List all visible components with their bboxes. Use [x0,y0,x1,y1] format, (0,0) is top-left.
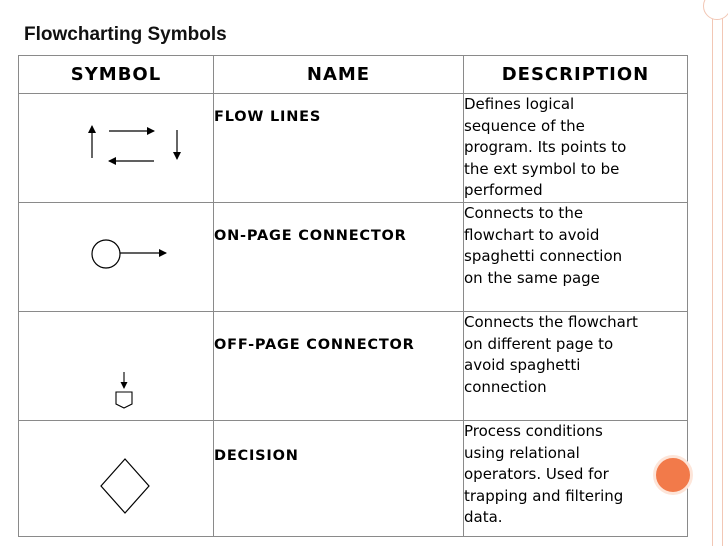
description-cell: Connects to the flowchart to avoid spagh… [463,202,688,312]
symbol-name: DECISION [214,448,299,464]
table-row: DECISION Process conditions using relati… [18,420,688,537]
name-cell: DECISION [213,420,464,537]
symbol-name: OFF-PAGE CONNECTOR [214,337,415,353]
symbol-cell [18,93,214,203]
decorative-edge-line [722,0,723,546]
table-row: FLOW LINES Defines logical sequence of t… [18,93,688,203]
header-description: DESCRIPTION [463,55,688,94]
description-cell: Defines logical sequence of the program.… [463,93,688,203]
symbol-cell [18,311,214,421]
header-name: NAME [213,55,464,94]
symbol-name: ON-PAGE CONNECTOR [214,228,407,244]
name-cell: ON-PAGE CONNECTOR [213,202,464,312]
name-cell: OFF-PAGE CONNECTOR [213,311,464,421]
flowchart-symbols-table: SYMBOL NAME DESCRIPTION [18,55,688,537]
decorative-edge-line [712,0,713,546]
symbol-name: FLOW LINES [214,109,322,125]
symbol-cell [18,420,214,537]
decision-diamond-icon [100,458,150,514]
header-symbol: SYMBOL [18,55,214,94]
table-row: OFF-PAGE CONNECTOR Connects the flowchar… [18,311,688,421]
off-page-connector-icon [115,372,133,409]
table-header-row: SYMBOL NAME DESCRIPTION [18,55,688,94]
flow-lines-icon [88,125,181,165]
decorative-circle [703,0,728,20]
page-title: Flowcharting Symbols [24,24,227,45]
symbol-cell [18,202,214,312]
description-cell: Connects the flowchart on different page… [463,311,688,421]
on-page-connector-icon [91,239,167,269]
name-cell: FLOW LINES [213,93,464,203]
decorative-orange-circle [653,455,693,495]
table-row: ON-PAGE CONNECTOR Connects to the flowch… [18,202,688,312]
description-cell: Process conditions using relational oper… [463,420,688,537]
